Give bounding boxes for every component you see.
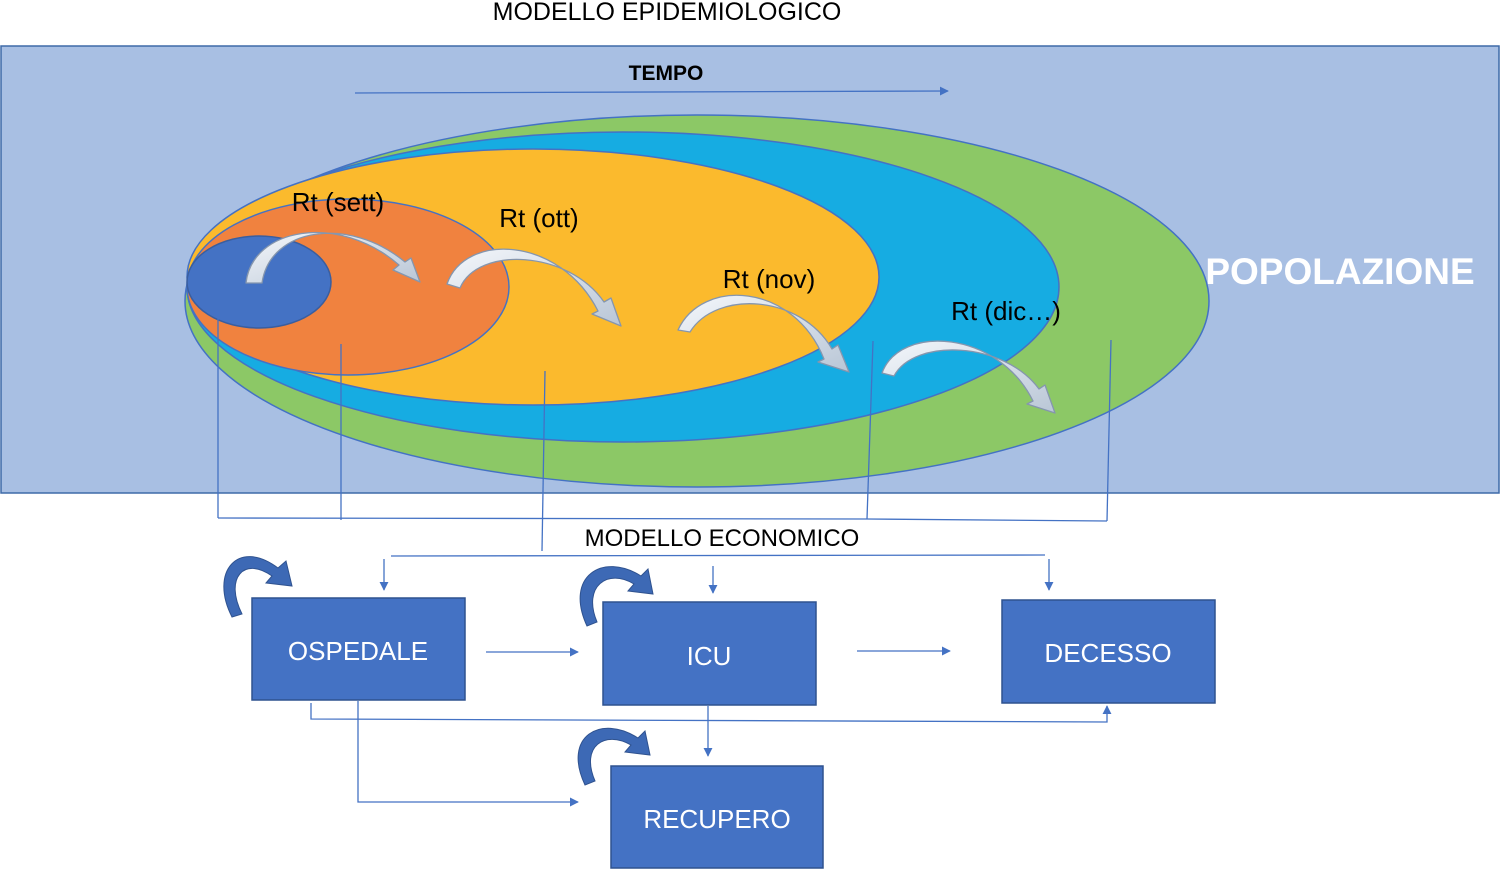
time-label: TEMPO <box>629 62 704 85</box>
recovery-box <box>610 765 824 869</box>
death-label: DECESSO <box>1044 638 1171 668</box>
arrow-hospital-to-recovery <box>357 701 579 807</box>
rt-label-dic: Rt (dic…) <box>951 296 1061 326</box>
curved-arrow-nov <box>677 294 850 373</box>
rt-label-nov: Rt (nov) <box>723 264 815 294</box>
icu-box <box>602 601 817 706</box>
rt-label-sett: Rt (sett) <box>292 187 384 217</box>
icu-loop-arrow <box>579 566 654 627</box>
recovery-label: RECUPERO <box>643 804 790 834</box>
arrow-hospital-to-death <box>310 703 1112 723</box>
hospital-label: OSPEDALE <box>288 636 428 666</box>
epidemiological-model-title: MODELLO EPIDEMIOLOGICO <box>493 0 842 26</box>
distribution-line <box>390 554 1046 557</box>
hospital-box <box>251 597 466 701</box>
icu-label: ICU <box>687 641 732 671</box>
economic-model-title: MODELLO ECONOMICO <box>585 525 860 552</box>
time-arrow <box>354 86 949 96</box>
curved-arrow-sett <box>245 231 421 284</box>
curved-arrow-ott <box>446 248 622 327</box>
curved-arrow-dic <box>881 340 1056 414</box>
rt-label-ott: Rt (ott) <box>499 203 578 233</box>
population-label: POPOLAZIONE <box>1205 251 1474 292</box>
hospital-loop-arrow <box>223 556 293 618</box>
death-box <box>1001 599 1216 704</box>
population-connectors <box>217 288 1112 552</box>
recovery-loop-arrow <box>577 727 651 786</box>
